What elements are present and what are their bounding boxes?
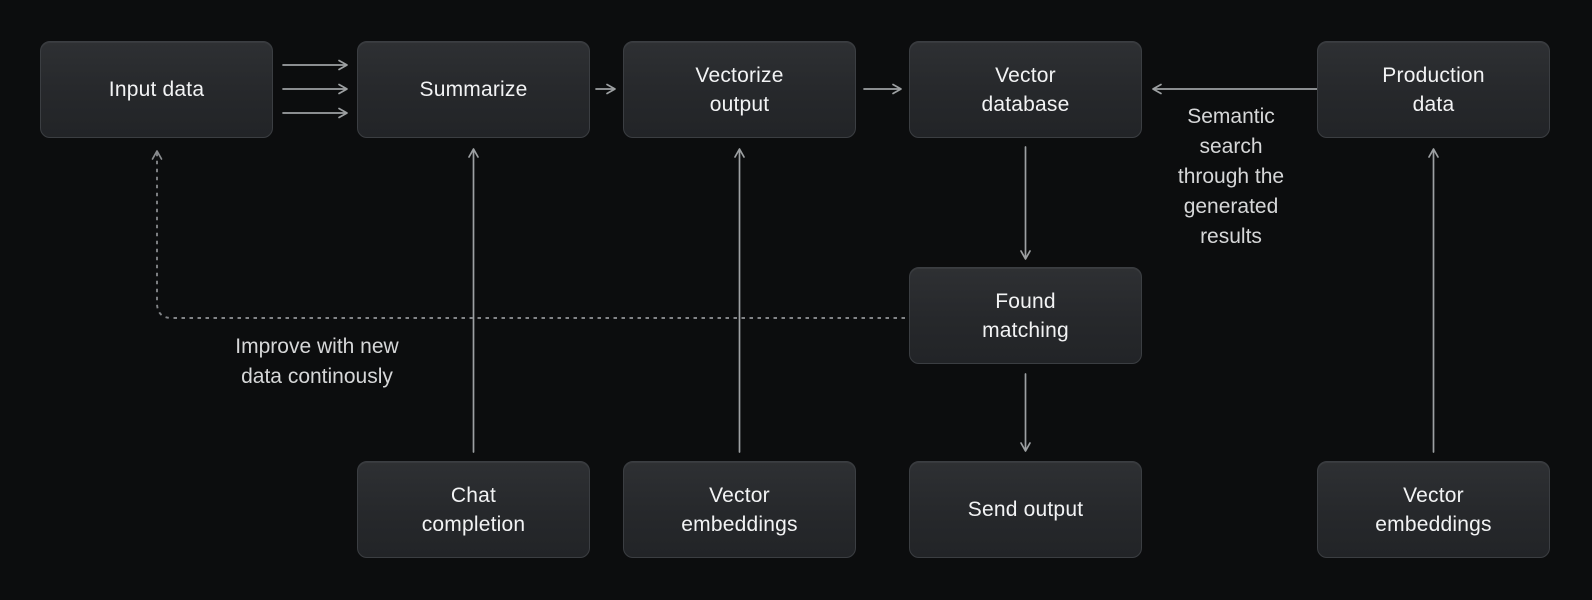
node-vectorize-output: Vectorize output: [623, 41, 856, 138]
node-vector-embeddings-left-label: Vector embeddings: [681, 483, 798, 536]
node-vector-embeddings-right-label: Vector embeddings: [1375, 483, 1492, 536]
node-send-output-label: Send output: [967, 498, 1084, 521]
node-vector-database-label: Vector database: [981, 63, 1070, 116]
node-production-data: Production data: [1317, 41, 1550, 138]
node-send-output: Send output: [909, 461, 1142, 558]
node-vector-embeddings-left: Vector embeddings: [623, 461, 856, 558]
node-summarize-label: Summarize: [419, 78, 528, 101]
node-input-data: Input data: [40, 41, 273, 138]
arrow-found-to-input-dashed: [151, 150, 905, 319]
node-summarize: Summarize: [357, 41, 590, 138]
node-found-matching-label: Found matching: [982, 289, 1069, 342]
node-vectorize-output-label: Vectorize output: [695, 63, 784, 116]
node-chat-completion-label: Chat completion: [421, 483, 526, 536]
annotation-semantic-search: Semantic search through the generated re…: [1177, 105, 1285, 248]
node-found-matching: Found matching: [909, 267, 1142, 364]
node-vector-database: Vector database: [909, 41, 1142, 138]
node-input-data-label: Input data: [108, 78, 205, 101]
node-chat-completion: Chat completion: [357, 461, 590, 558]
node-vector-embeddings-right: Vector embeddings: [1317, 461, 1550, 558]
annotation-improve-loop: Improve with new data continously: [235, 335, 399, 388]
node-production-data-label: Production data: [1382, 63, 1485, 116]
